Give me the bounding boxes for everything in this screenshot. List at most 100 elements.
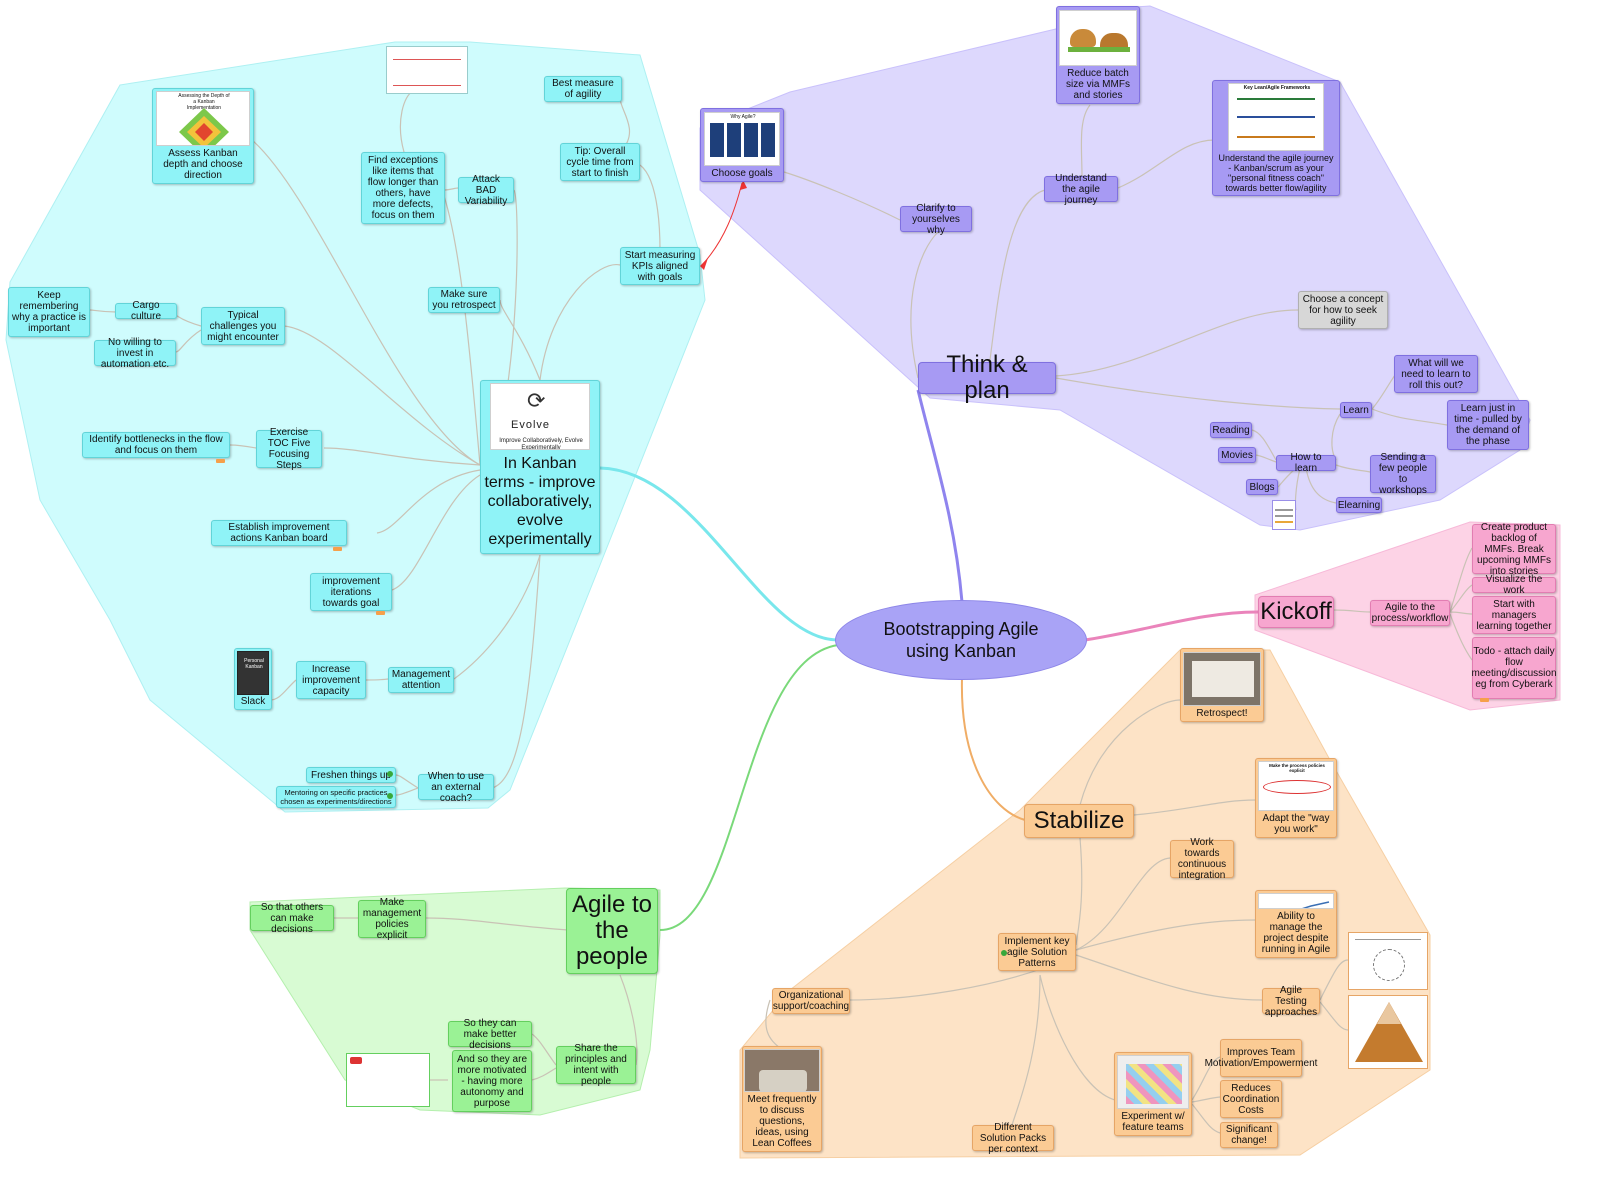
improves-team-node[interactable]: Improves Team Motivation/Empowerment xyxy=(1205,1039,1317,1077)
find-exceptions-node[interactable]: Find exceptions like items that flow lon… xyxy=(361,152,445,224)
tdd-cycle-image[interactable] xyxy=(1348,932,1428,990)
lean-coffee-table xyxy=(759,1070,807,1091)
so-they-better-node[interactable]: So they can make better decisions xyxy=(448,1018,532,1051)
think-plan-node[interactable]: Think & plan xyxy=(918,352,1056,404)
management-attention-node[interactable]: Management attention xyxy=(388,667,454,693)
why-agile-title: Why Agile? xyxy=(730,114,756,120)
implement-key-node[interactable]: Implement key agile Solution Patterns xyxy=(998,933,1076,971)
movies-node[interactable]: Movies xyxy=(1218,447,1256,463)
keep-remembering-node[interactable]: Keep remembering why a practice is impor… xyxy=(8,287,90,337)
stabilize-branch-line xyxy=(960,677,1026,821)
relation-arrow xyxy=(701,182,743,266)
evolve-image: ⟳ Evolve Improve Collaboratively, Evolve… xyxy=(490,383,590,450)
burger-lettuce xyxy=(1068,47,1130,52)
reduce-batch-node[interactable]: Reduce batch size via MMFs and stories xyxy=(1056,6,1140,104)
burndown-chart-icon xyxy=(1302,901,1330,908)
agile-to-process-node[interactable]: Agile to the process/workflow xyxy=(1370,600,1450,626)
tip-cycle-time-node[interactable]: Tip: Overall cycle time from start to fi… xyxy=(560,143,640,181)
learn-node[interactable]: Learn xyxy=(1340,402,1372,418)
different-packs-node[interactable]: Different Solution Packs per context xyxy=(972,1122,1054,1155)
cargo-culture-node[interactable]: Cargo culture xyxy=(115,300,177,322)
improvement-iterations-node[interactable]: improvement iterations towards goal xyxy=(310,573,392,611)
sticky-notes xyxy=(1126,1064,1182,1104)
ability-manage-node[interactable]: Ability to manage the project despite ru… xyxy=(1255,890,1337,958)
retrospect-node[interactable]: Retrospect! xyxy=(1180,648,1264,722)
burger-icon-1 xyxy=(1070,29,1096,47)
exceptions-screenshot-image[interactable] xyxy=(386,46,468,94)
evolve-icon: ⟳ xyxy=(527,388,546,413)
reduces-coordination-node[interactable]: Reduces Coordination Costs xyxy=(1220,1080,1282,1118)
elearning-thumb-image[interactable] xyxy=(1272,500,1296,530)
org-support-node[interactable]: Organizational support/coaching xyxy=(772,988,850,1014)
establish-actions-flag-icon xyxy=(333,547,342,551)
improvement-iterations-flag-icon xyxy=(376,611,385,615)
attack-bad-variability-node[interactable]: Attack BAD Variability xyxy=(458,174,514,207)
test-pyramid-image[interactable] xyxy=(1348,995,1428,1069)
freshen-node[interactable]: Freshen things up xyxy=(306,767,396,783)
no-willing-invest-node[interactable]: No willing to invest in automation etc. xyxy=(94,337,176,370)
personal-kanban-label: Personal Kanban xyxy=(244,658,264,670)
understand-journey-node[interactable]: Understand the agile journey xyxy=(1044,173,1118,206)
assess-kanban-node[interactable]: Assessing the Depth of a Kanban Implemen… xyxy=(152,88,254,184)
learn-jit-node[interactable]: Learn just in time - pulled by the deman… xyxy=(1447,400,1529,450)
share-principles-node[interactable]: Share the principles and intent with peo… xyxy=(556,1043,636,1087)
make-sure-retrospect-node[interactable]: Make sure you retrospect xyxy=(428,287,500,313)
increase-capacity-node[interactable]: Increase improvement capacity xyxy=(296,661,366,699)
make-mgmt-node[interactable]: Make management policies explicit xyxy=(358,897,426,941)
think-branch-line xyxy=(916,389,964,603)
best-measure-node[interactable]: Best measure of agility xyxy=(544,76,622,102)
so-others-node[interactable]: So that others can make decisions xyxy=(250,902,334,935)
create-backlog-node[interactable]: Create product backlog of MMFs. Break up… xyxy=(1472,522,1556,577)
improve-branch-line xyxy=(599,466,839,642)
meet-frequently-node[interactable]: Meet frequently to discuss questions, id… xyxy=(742,1046,822,1152)
evolve-caption: Improve Collaboratively, Evolve Experime… xyxy=(499,438,583,450)
why-agile-image: Why Agile? xyxy=(704,112,780,166)
slack-node[interactable]: Personal Kanban Slack xyxy=(234,648,272,710)
process-policies-image: Make the process policies explicit xyxy=(1258,761,1334,811)
work-towards-node[interactable]: Work towards continuous integration xyxy=(1170,837,1234,881)
clarify-why-node[interactable]: Clarify to yourselves why xyxy=(900,203,972,236)
freshen-status-icon xyxy=(387,771,393,777)
lean-coffee-photo-image xyxy=(744,1049,820,1092)
start-measuring-kpis-node[interactable]: Start measuring KPIs aligned with goals xyxy=(620,247,700,285)
sending-workshops-node[interactable]: Sending a few people to workshops xyxy=(1370,452,1436,496)
mentoring-node[interactable]: Mentoring on specific practices chosen a… xyxy=(276,786,396,808)
todo-attach-flag-icon xyxy=(1480,698,1489,702)
kickoff-node[interactable]: Kickoff xyxy=(1258,596,1334,628)
agile-to-people-node[interactable]: Agile to the people xyxy=(566,888,658,974)
start-with-managers-node[interactable]: Start with managers learning together xyxy=(1472,596,1556,634)
process-policies-title: Make the process policies explicit xyxy=(1269,763,1325,773)
retrospect-whiteboard xyxy=(1192,661,1254,697)
central-topic[interactable]: Bootstrapping Agile using Kanban xyxy=(835,600,1087,680)
establish-actions-node[interactable]: Establish improvement actions Kanban boa… xyxy=(211,520,347,546)
todo-attach-node[interactable]: Todo - attach daily flow meeting/discuss… xyxy=(1471,637,1557,699)
choose-goals-node[interactable]: Why Agile? Choose goals xyxy=(700,108,784,182)
improve-main-node[interactable]: ⟳ Evolve Improve Collaboratively, Evolve… xyxy=(480,380,600,554)
adapt-way-node[interactable]: Make the process policies explicit Adapt… xyxy=(1255,758,1337,838)
stabilize-node[interactable]: Stabilize xyxy=(1024,804,1134,838)
test-pyramid-icon xyxy=(1355,1002,1423,1062)
significant-change-node[interactable]: Significant change! xyxy=(1220,1122,1278,1148)
external-coach-node[interactable]: When to use an external coach? xyxy=(418,771,494,804)
agile-testing-node[interactable]: Agile Testing approaches xyxy=(1262,985,1320,1018)
burndown-chart-image xyxy=(1258,893,1334,909)
understand-fitness-node[interactable]: Key Lean/Agile Frameworks Understand the… xyxy=(1212,80,1340,196)
blogs-node[interactable]: Blogs xyxy=(1246,479,1278,495)
reading-node[interactable]: Reading xyxy=(1210,422,1252,438)
typical-challenges-node[interactable]: Typical challenges you might encounter xyxy=(201,307,285,345)
drive-video-image[interactable] xyxy=(346,1053,430,1107)
how-to-learn-node[interactable]: How to learn xyxy=(1276,452,1336,474)
video-play-icon xyxy=(350,1057,362,1064)
identify-bottlenecks-node[interactable]: Identify bottlenecks in the flow and foc… xyxy=(82,432,230,458)
what-will-we-need-node[interactable]: What will we need to learn to roll this … xyxy=(1394,355,1478,393)
choose-concept-node[interactable]: Choose a concept for how to seek agility xyxy=(1298,291,1388,329)
burgers-image xyxy=(1059,10,1137,66)
visualize-work-node[interactable]: Visualize the work xyxy=(1472,574,1556,596)
and-so-motivated-node[interactable]: And so they are more motivated - having … xyxy=(452,1050,532,1112)
people-branch-line xyxy=(659,644,839,931)
improve-region xyxy=(5,41,706,813)
experiment-feature-teams-node[interactable]: Experiment w/ feature teams xyxy=(1114,1052,1192,1136)
exercise-toc-node[interactable]: Exercise TOC Five Focusing Steps xyxy=(256,427,322,471)
retrospect-label: Retrospect! xyxy=(1196,708,1248,719)
elearning-node[interactable]: Elearning xyxy=(1336,497,1382,513)
